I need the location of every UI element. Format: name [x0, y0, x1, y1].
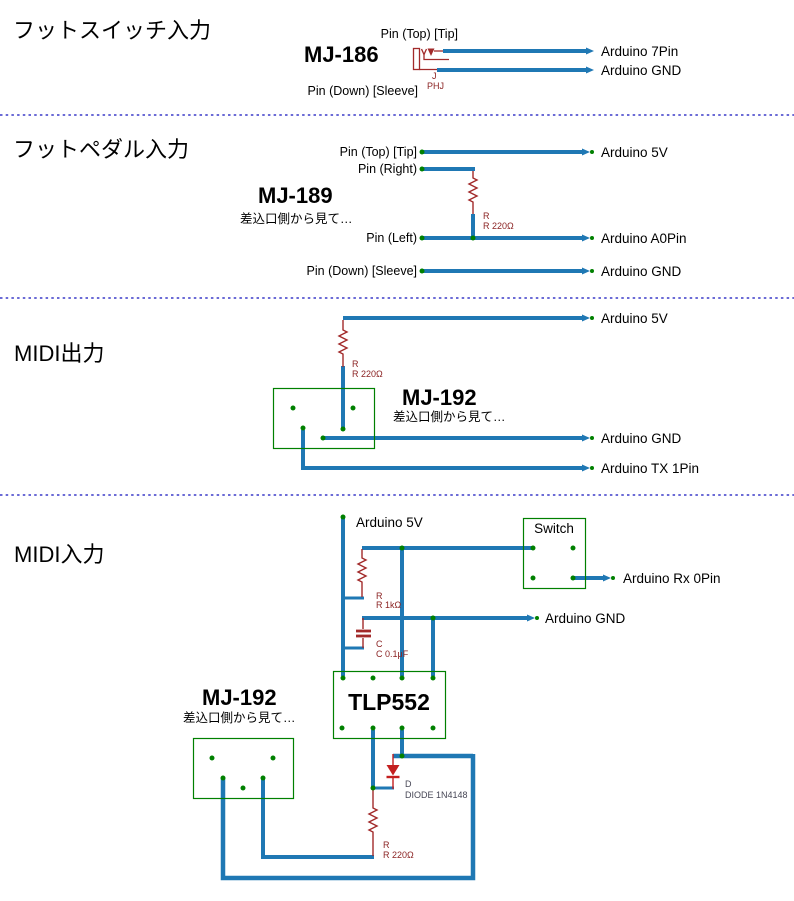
resistor-value-label: R 220Ω [483, 221, 514, 231]
part-label-mj192: MJ-192 [202, 685, 277, 710]
footswitch-arrowheads [586, 47, 594, 74]
net-label-arduino-rx: Arduino Rx 0Pin [623, 571, 721, 586]
pin-label-sleeve: Pin (Down) [Sleeve] [307, 84, 418, 98]
switch-box [522, 517, 587, 590]
section-title-footpedal: フットペダル入力 [13, 137, 190, 162]
section-separators [0, 114, 794, 496]
net-label-arduino-gnd: Arduino GND [601, 63, 682, 78]
wire-din-to-resistor [261, 778, 374, 859]
resistor-ref-label: R [352, 359, 359, 369]
view-note: 差込口側から見て… [393, 410, 506, 424]
midi-out-wires [301, 316, 582, 470]
net-label-arduino-gnd: Arduino GND [601, 431, 682, 446]
wire-return-loop [220, 754, 476, 881]
part-label-mj192: MJ-192 [402, 385, 477, 410]
jack-type-label: PHJ [427, 81, 445, 91]
din-connector-box [272, 387, 376, 450]
net-label-arduino-tx: Arduino TX 1Pin [601, 461, 700, 476]
jack-ref-label: J [432, 71, 437, 81]
diode-icon [386, 754, 400, 789]
ic-label-tlp552: TLP552 [348, 689, 430, 715]
midi-in-pins [209, 514, 615, 791]
view-note: 差込口側から見て… [240, 212, 353, 226]
pin-label-tip: Pin (Top) [Tip] [339, 145, 417, 159]
pullup-resistor-value-label: R 1kΩ [376, 600, 402, 610]
midi-out-circuit [272, 314, 594, 472]
pin-label-right: Pin (Right) [357, 162, 417, 176]
capacitor-icon [356, 618, 371, 648]
net-label-arduino-gnd: Arduino GND [601, 264, 682, 279]
net-label-arduino-7pin: Arduino 7Pin [601, 44, 679, 59]
part-label-mj186: MJ-186 [304, 42, 379, 67]
section-title-footswitch: フットスイッチ入力 [13, 18, 212, 43]
pin-label-sleeve: Pin (Down) [Sleeve] [306, 264, 417, 278]
capacitor-ref-label: C [376, 639, 383, 649]
resistor-value-label: R 220Ω [352, 369, 383, 379]
resistor-220-icon [337, 320, 349, 367]
midi-in-arrowheads [527, 574, 611, 622]
footpedal-terminals [419, 149, 594, 274]
pin-label-left: Pin (Left) [366, 231, 417, 245]
tlp552-box [332, 670, 447, 740]
pullup-resistor-ref-label: R [376, 591, 383, 601]
diode-ref-label: D [405, 779, 412, 789]
switch-label: Switch [534, 521, 574, 536]
diode-value-label: DIODE 1N4148 [405, 790, 468, 800]
midi-out-arrowheads [582, 314, 590, 472]
capacitor-value-label: C 0.1μF [376, 649, 409, 659]
midi-in-wires [220, 516, 603, 881]
resistor-ref-label: R [483, 211, 490, 221]
footpedal-wires [422, 150, 582, 273]
resistor-1k-icon [356, 549, 368, 597]
footswitch-wires [437, 49, 586, 72]
phone-jack-icon [412, 47, 449, 71]
view-note: 差込口側から見て… [183, 711, 296, 725]
series-resistor-ref-label: R [383, 840, 390, 850]
footswitch-circuit [412, 47, 594, 74]
resistor-220-icon [467, 171, 479, 214]
net-label-arduino-5v: Arduino 5V [356, 515, 423, 530]
part-label-mj189: MJ-189 [258, 183, 333, 208]
midi-out-pins [290, 316, 594, 470]
net-label-arduino-5v: Arduino 5V [601, 145, 668, 160]
section-title-midi-in: MIDI入力 [14, 542, 105, 567]
pin-label-tip: Pin (Top) [Tip] [380, 27, 458, 41]
footpedal-circuit [419, 148, 594, 275]
section-title-midi-out: MIDI出力 [14, 341, 105, 366]
wire-to-tx [301, 430, 582, 470]
midi-in-circuit [192, 514, 615, 881]
footpedal-arrowheads [582, 148, 590, 275]
din-connector-box [192, 737, 295, 800]
resistor-220-series-icon [367, 790, 379, 856]
net-label-arduino-gnd: Arduino GND [545, 611, 626, 626]
series-resistor-value-label: R 220Ω [383, 850, 414, 860]
net-label-arduino-5v: Arduino 5V [601, 311, 668, 326]
net-label-arduino-a0: Arduino A0Pin [601, 231, 687, 246]
